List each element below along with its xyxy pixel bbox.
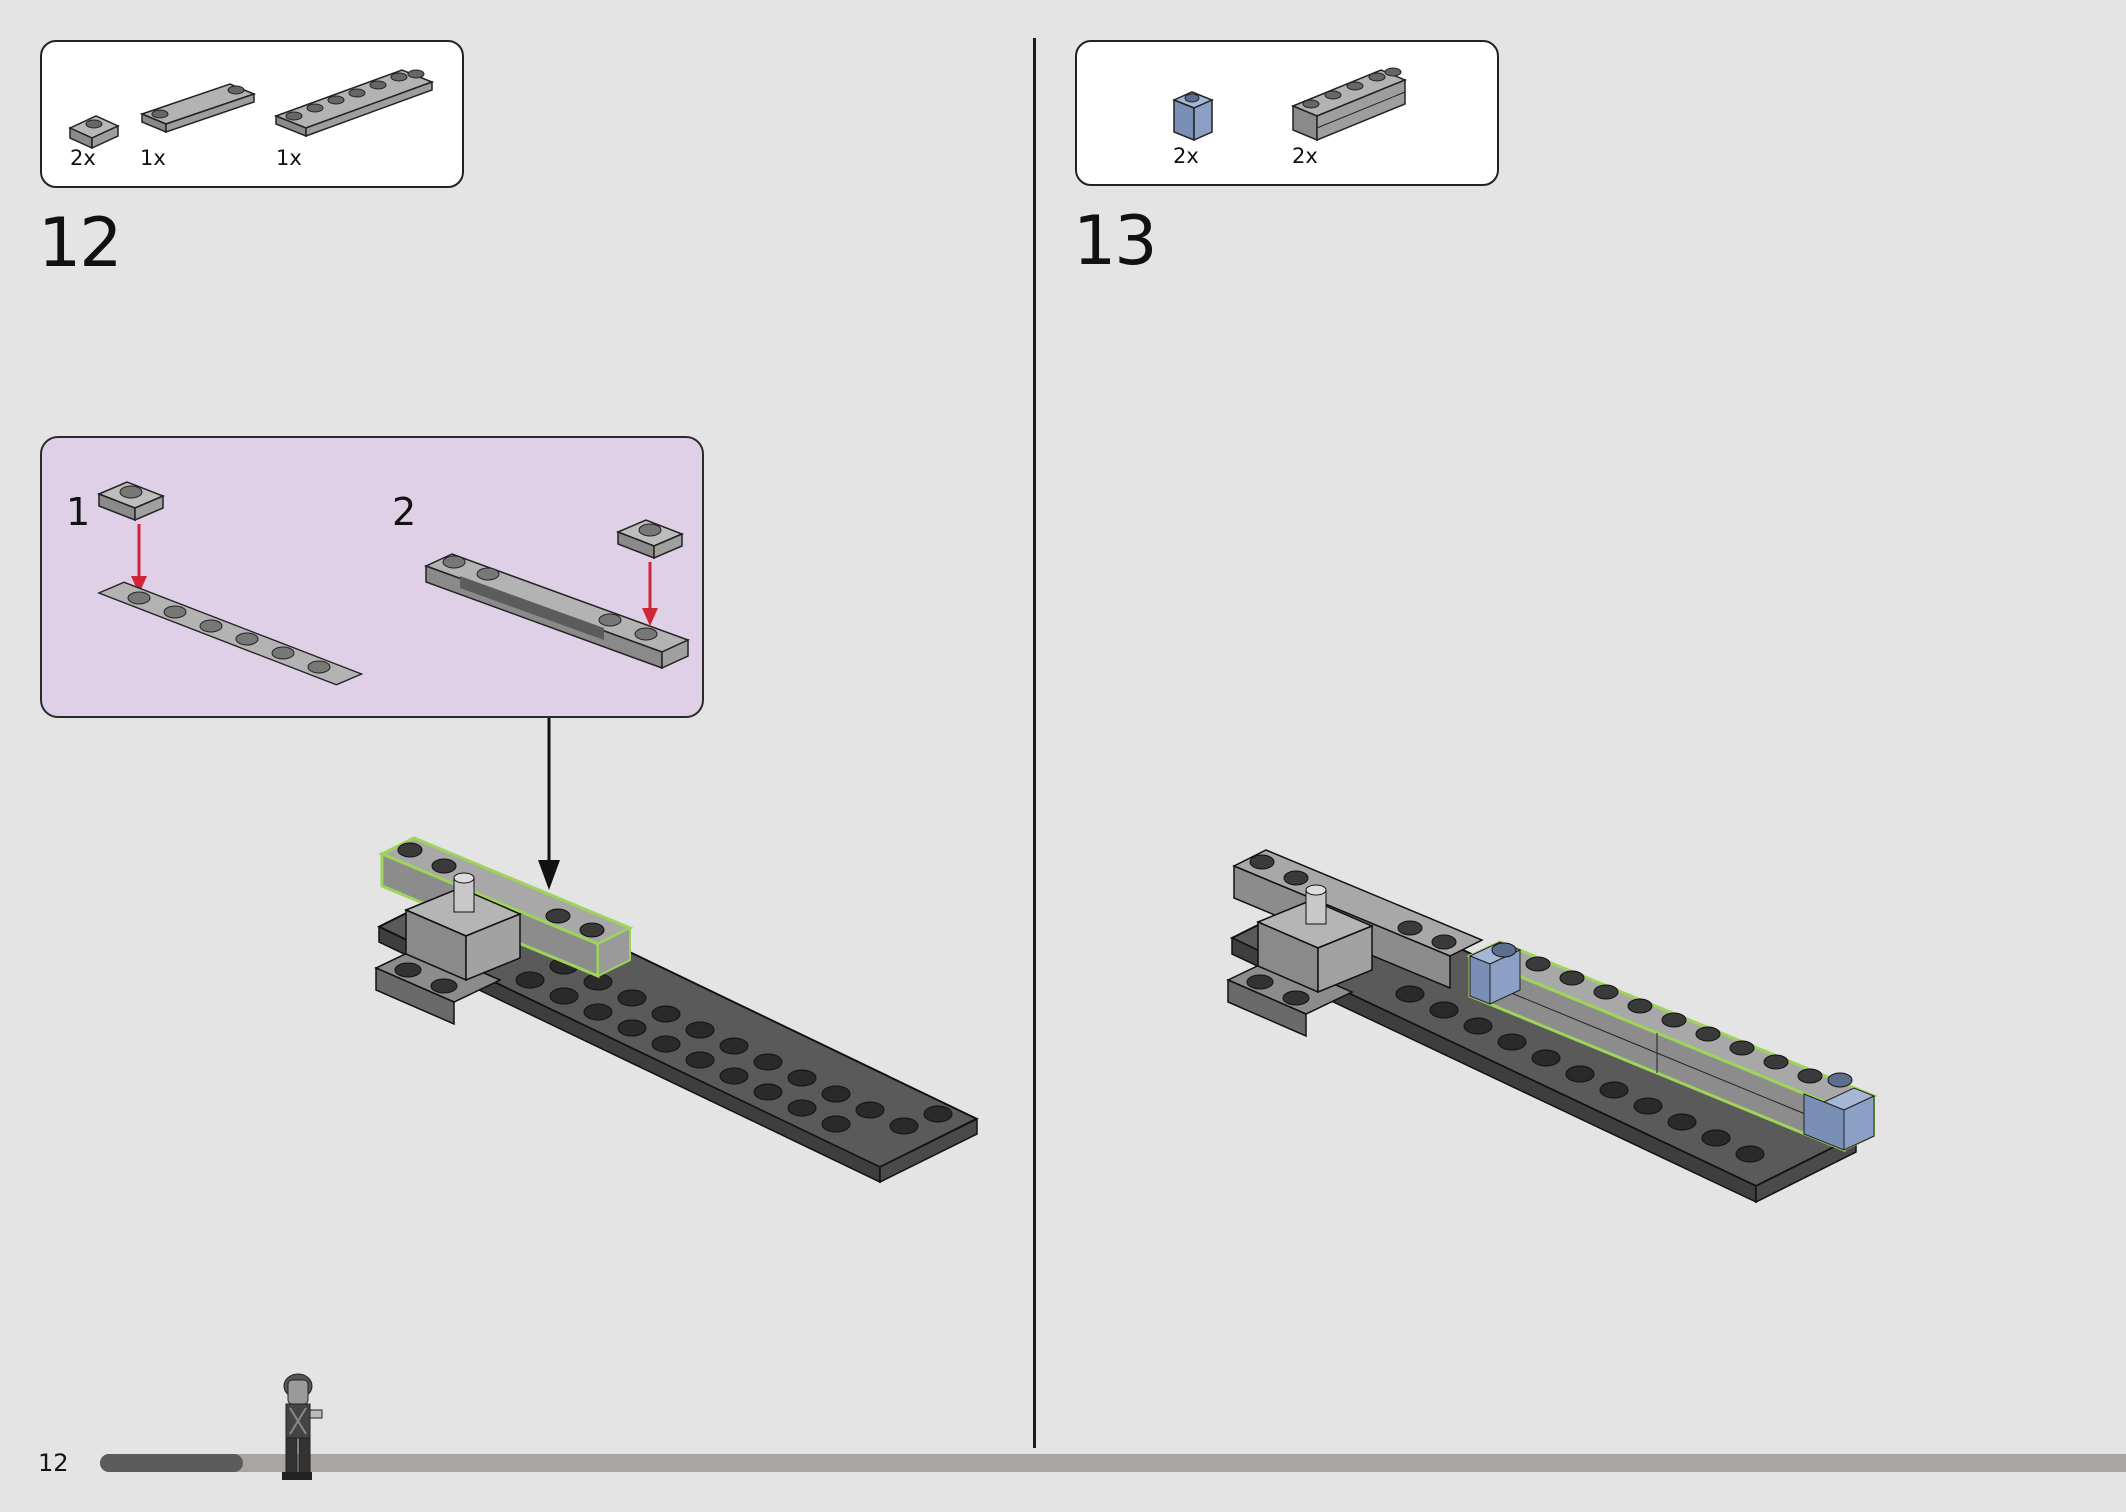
step-divider <box>1033 38 1036 1448</box>
part-plate-1x6-icon <box>273 69 435 138</box>
progress-bar <box>100 1454 2126 1472</box>
sub-step-number: 2 <box>392 490 417 534</box>
part-plate-1x4-tile-icon <box>139 83 257 134</box>
progress-bar-fill <box>100 1454 243 1472</box>
part-qty: 2x <box>1292 144 1318 168</box>
placement-arrow <box>538 718 560 890</box>
sub-step-1-illustration <box>97 481 364 686</box>
part-qty: 1x <box>140 146 166 170</box>
minifigure-progress-marker-icon <box>282 1373 323 1480</box>
sub-step-2-illustration <box>424 519 690 670</box>
page-number: 12 <box>38 1449 69 1477</box>
part-brick-1x4-stack-icon <box>1291 67 1407 142</box>
part-qty: 1x <box>276 146 302 170</box>
parts-list-step-13: 2x 2x <box>1075 40 1499 186</box>
part-qty: 2x <box>70 146 96 170</box>
step-12-model-illustration <box>374 836 979 1184</box>
part-brick-1x1-blue-icon <box>1172 91 1214 142</box>
step-13-model-illustration <box>1226 849 1878 1204</box>
sub-step-number: 1 <box>66 490 91 534</box>
part-plate-1x1-icon <box>68 115 120 150</box>
part-qty: 2x <box>1173 144 1199 168</box>
parts-list-step-12: 2x 1x 1x <box>40 40 464 188</box>
step-number: 13 <box>1073 202 1158 281</box>
step-number: 12 <box>38 204 123 283</box>
subassembly-callout: 1 2 <box>40 436 704 718</box>
